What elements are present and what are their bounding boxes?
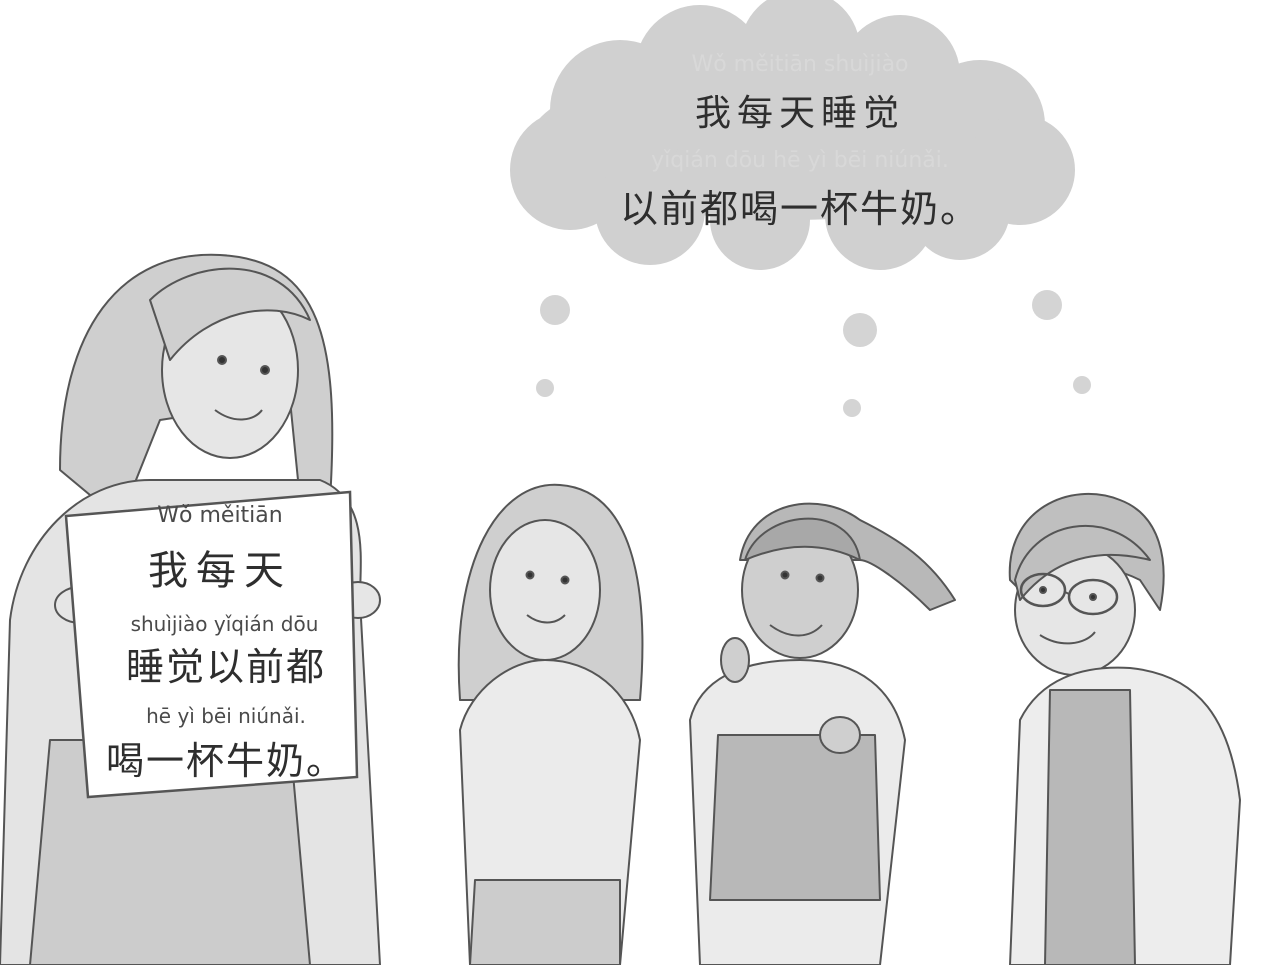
cloud-hanzi-line-2: 以前都喝一杯牛奶。 bbox=[619, 187, 980, 231]
boy-figure bbox=[1008, 492, 1241, 965]
cloud-pinyin-line-1: Wǒ měitiān shuìjiào bbox=[691, 52, 909, 77]
sign-pinyin-line-2: shuìjiào yǐqián dōu bbox=[130, 612, 319, 636]
thought-bubbles bbox=[536, 290, 1091, 417]
thought-cloud bbox=[510, 0, 1075, 270]
sign-board bbox=[64, 490, 359, 799]
sign-hanzi-line-3: 喝一杯牛奶。 bbox=[105, 739, 346, 783]
sign-hanzi-line-1: 我每天 bbox=[148, 548, 292, 594]
cloud-hanzi-line-1: 我每天睡觉 bbox=[694, 93, 905, 134]
cloud-pinyin-line-2: yǐqián dōu hē yì bēi niúnǎi. bbox=[651, 148, 949, 173]
sign-hanzi-line-2: 睡觉以前都 bbox=[125, 645, 326, 689]
girl-middle-figure bbox=[689, 502, 956, 965]
sign-pinyin-line-3: hē yì bēi niúnǎi. bbox=[146, 704, 306, 728]
sign-pinyin-line-1: Wǒ měitiān bbox=[157, 503, 283, 528]
girl-left-figure bbox=[457, 483, 644, 965]
